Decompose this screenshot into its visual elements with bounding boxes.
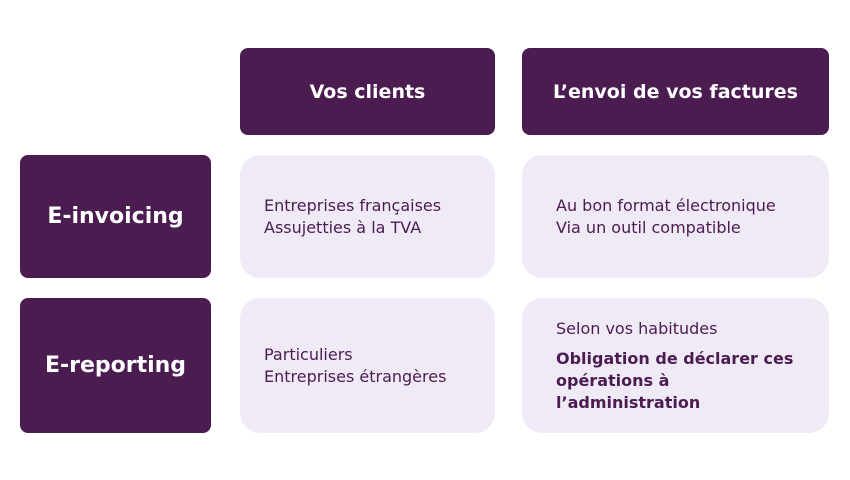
cell-ereporting-clients: Particuliers Entreprises étrangères <box>240 298 495 433</box>
column-header-envoi: L’envoi de vos factures <box>522 48 829 135</box>
cell-line: Entreprises françaises <box>264 195 442 215</box>
cell-line: Assujetties à la TVA <box>264 217 422 237</box>
column-header-clients-label: Vos clients <box>309 80 426 103</box>
row-header-ereporting: E-reporting <box>20 298 211 433</box>
column-header-clients: Vos clients <box>240 48 495 135</box>
cell-ereporting-envoi: Selon vos habitudes Obligation de déclar… <box>522 298 829 433</box>
cell-emphasis-line: Obligation de déclarer ces <box>556 348 794 368</box>
column-header-envoi-label: L’envoi de vos factures <box>553 80 798 103</box>
cell-emphasis-line: opérations à l’administration <box>556 370 701 412</box>
cell-emphasis: Obligation de déclarer ces opérations à … <box>556 348 813 414</box>
row-header-ereporting-label: E-reporting <box>44 353 187 378</box>
cell-line: Particuliers <box>264 344 353 364</box>
cell-line: Via un outil compatible <box>556 217 741 237</box>
cell-einvoicing-envoi: Au bon format électronique Via un outil … <box>522 155 829 278</box>
row-header-einvoicing: E-invoicing <box>20 155 211 278</box>
cell-line: Entreprises étrangères <box>264 366 447 386</box>
cell-einvoicing-clients: Entreprises françaises Assujetties à la … <box>240 155 495 278</box>
row-header-einvoicing-label: E-invoicing <box>47 204 184 229</box>
cell-line-intro: Selon vos habitudes <box>556 318 718 338</box>
cell-line: Au bon format électronique <box>556 195 776 215</box>
